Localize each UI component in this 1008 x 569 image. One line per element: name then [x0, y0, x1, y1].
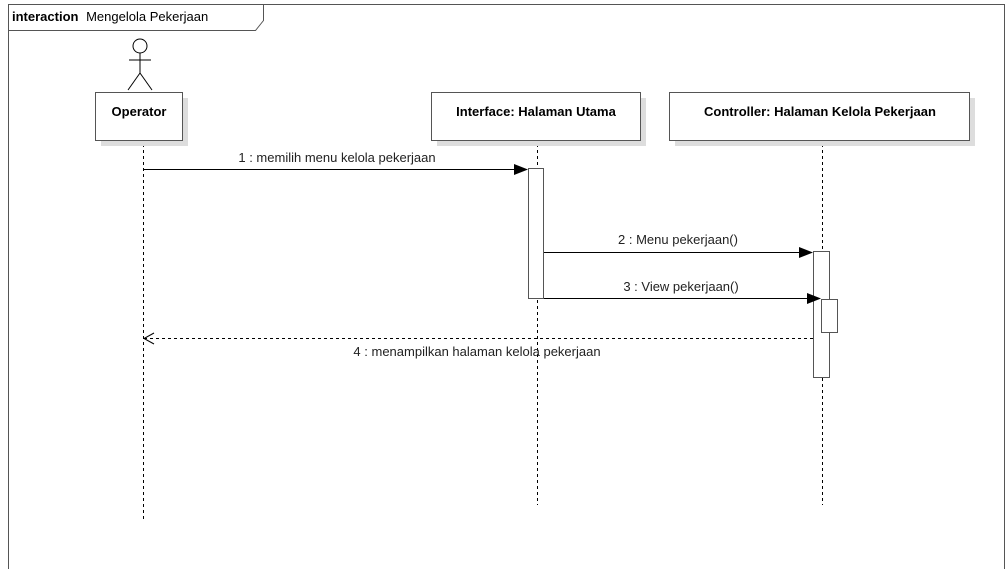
message-3-arrowhead — [807, 293, 821, 304]
actor-icon — [127, 38, 153, 91]
message-3-label: 3 : View pekerjaan() — [623, 279, 738, 294]
message-2-arrowhead — [799, 247, 813, 258]
message-4-label: 4 : menampilkan halaman kelola pekerjaan — [353, 344, 600, 359]
interaction-frame — [8, 4, 1005, 569]
message-4: 4 : menampilkan halaman kelola pekerjaan — [142, 332, 813, 359]
message-1-label: 1 : memilih menu kelola pekerjaan — [238, 150, 435, 165]
frame-title: interaction Mengelola Pekerjaan — [12, 9, 208, 24]
frame-name: Mengelola Pekerjaan — [86, 9, 208, 24]
interaction-frame-tab — [8, 4, 264, 31]
lifeline-head-interface: Interface: Halaman Utama — [431, 92, 646, 146]
lifeline-head-controller: Controller: Halaman Kelola Pekerjaan — [669, 92, 975, 146]
lifeline-label-interface: Interface: Halaman Utama — [456, 104, 616, 119]
message-1: 1 : memilih menu kelola pekerjaan — [143, 150, 528, 175]
lifeline-label-operator: Operator — [112, 104, 167, 119]
lifeline-head-operator: Operator — [95, 92, 188, 146]
activation-controller-nested — [821, 299, 838, 333]
message-4-arrowhead — [142, 332, 155, 345]
lifeline-label-controller: Controller: Halaman Kelola Pekerjaan — [704, 104, 936, 119]
message-3: 3 : View pekerjaan() — [544, 279, 821, 304]
activation-interface — [528, 168, 544, 299]
message-2: 2 : Menu pekerjaan() — [544, 232, 813, 258]
message-2-label: 2 : Menu pekerjaan() — [618, 232, 738, 247]
message-1-arrowhead — [514, 164, 528, 175]
frame-keyword: interaction — [12, 9, 79, 24]
